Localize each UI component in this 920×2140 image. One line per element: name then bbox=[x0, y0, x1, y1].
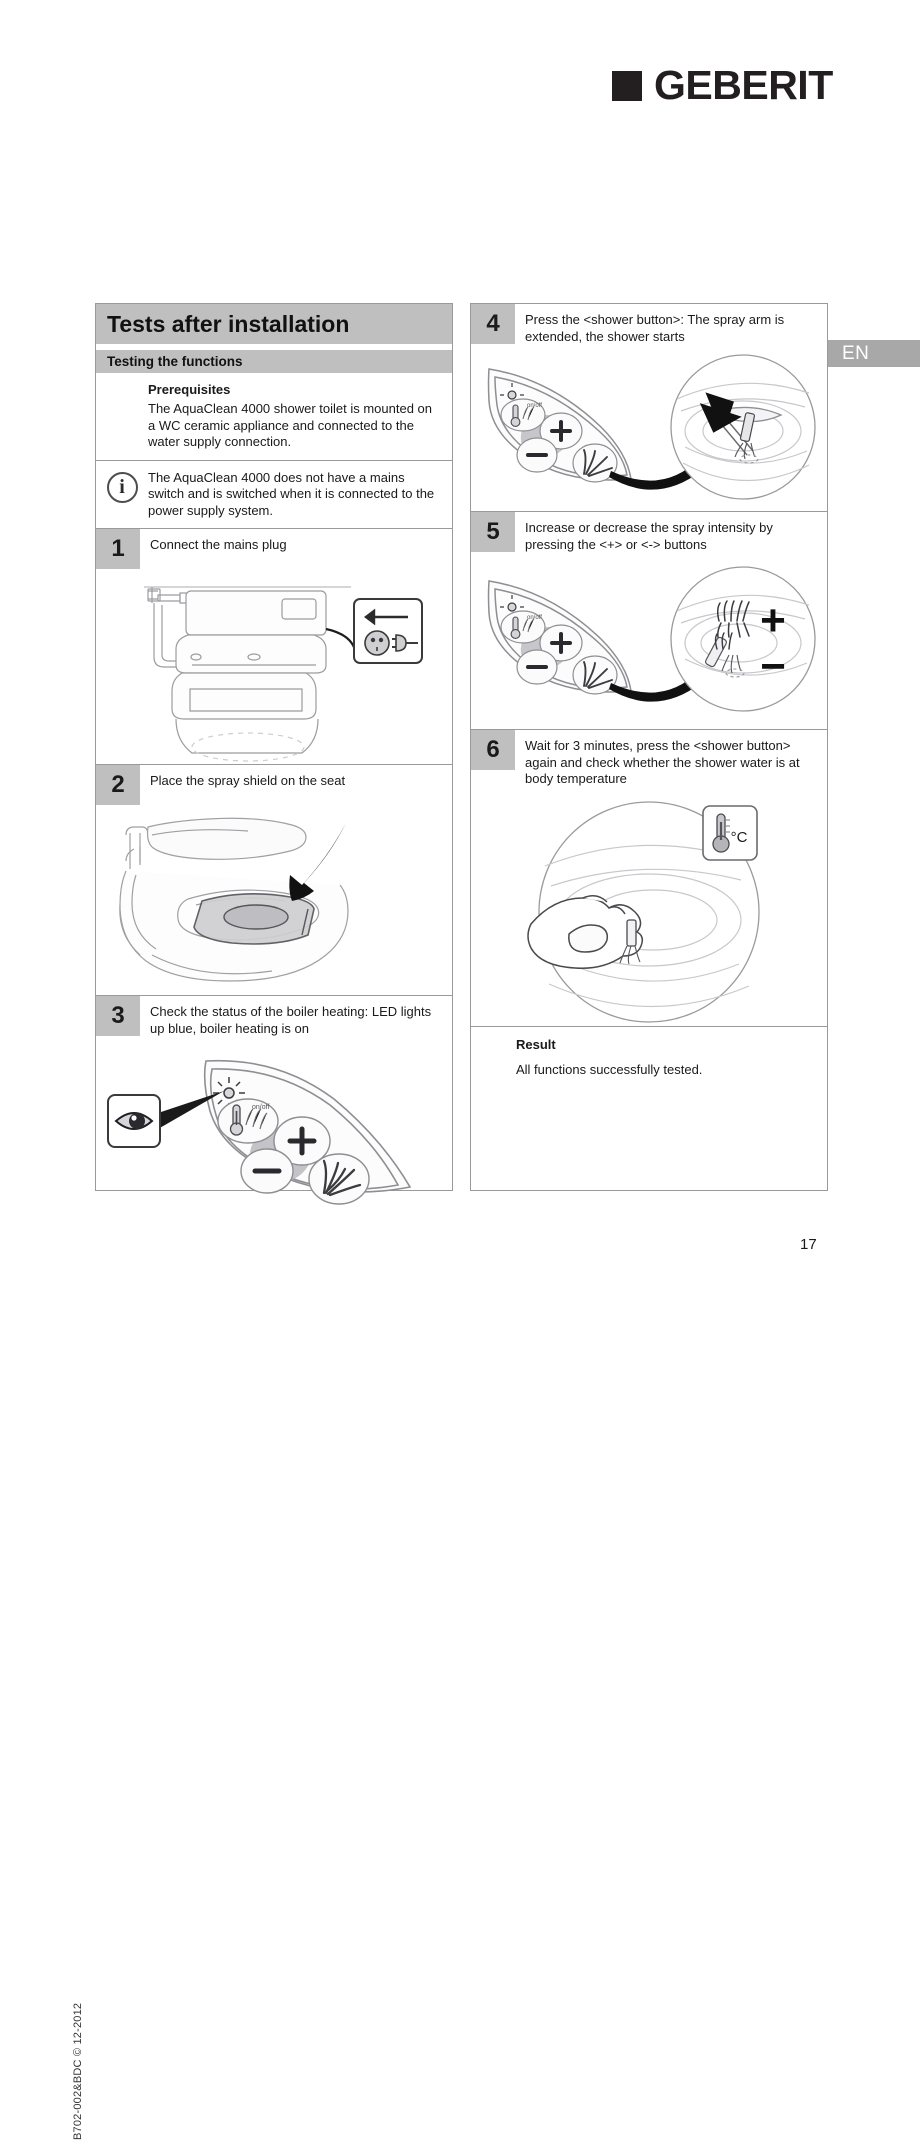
right-column: 4 Press the <shower button>: The spray a… bbox=[470, 303, 828, 1191]
svg-text:on/off: on/off bbox=[527, 403, 542, 409]
spray-fan-icon bbox=[308, 1153, 370, 1205]
plus-button-icon bbox=[273, 1116, 331, 1166]
callout-pointer bbox=[158, 1091, 224, 1129]
prerequisites-text: The AquaClean 4000 shower toilet is moun… bbox=[148, 401, 433, 449]
step-5-number: 5 bbox=[471, 512, 515, 552]
step-3-header: 3 Check the status of the boiler heating… bbox=[96, 996, 452, 1043]
step-5: 5 Increase or decrease the spray intensi… bbox=[471, 511, 827, 729]
page-number: 17 bbox=[800, 1236, 817, 1253]
spray-arm bbox=[619, 918, 641, 964]
language-tab-label: EN bbox=[842, 342, 870, 364]
geberit-square-icon bbox=[612, 70, 642, 101]
celsius-label: °C bbox=[731, 829, 748, 846]
detail-circle bbox=[670, 354, 816, 500]
detail-circle: + − bbox=[670, 566, 816, 712]
thermometer-icon: on/off bbox=[217, 1098, 279, 1144]
minus-button-icon bbox=[516, 437, 558, 473]
step-2-figure bbox=[96, 805, 452, 995]
power-socket-detail bbox=[353, 598, 423, 664]
step-6-header: 6 Wait for 3 minutes, press the <shower … bbox=[471, 730, 827, 794]
result-text: All functions successfully tested. bbox=[516, 1061, 703, 1077]
step-4-figure: on/off bbox=[471, 351, 827, 511]
step-4-header: 4 Press the <shower button>: The spray a… bbox=[471, 304, 827, 351]
step-1: 1 Connect the mains plug bbox=[96, 528, 452, 764]
svg-text:on/off: on/off bbox=[527, 615, 542, 621]
info-icon: i bbox=[96, 470, 148, 520]
step-4-text: Press the <shower button>: The spray arm… bbox=[525, 312, 785, 344]
step-1-header: 1 Connect the mains plug bbox=[96, 529, 452, 569]
section-heading-text: Testing the functions bbox=[107, 354, 243, 369]
minus-symbol-icon: − bbox=[760, 642, 786, 691]
brand-logo: GEBERIT bbox=[612, 62, 833, 109]
info-note-text: The AquaClean 4000 does not have a mains… bbox=[148, 469, 435, 518]
section-heading: Testing the functions bbox=[96, 350, 452, 373]
document-code-container: B702-002&BDC © 12-2012 bbox=[72, 1060, 98, 2140]
step-6: 6 Wait for 3 minutes, press the <shower … bbox=[471, 729, 827, 1026]
result-heading: Result bbox=[516, 1036, 556, 1052]
step-6-figure: °C bbox=[471, 794, 827, 1026]
title-spacer bbox=[96, 344, 452, 350]
step-2-text: Place the spray shield on the seat bbox=[150, 773, 346, 788]
spray-fan-icon bbox=[572, 655, 618, 695]
step-1-text: Connect the mains plug bbox=[150, 537, 287, 552]
step-1-number: 1 bbox=[96, 529, 140, 569]
step-3-figure: on/off bbox=[96, 1043, 452, 1228]
thermometer-icon: on/off bbox=[500, 398, 546, 432]
step-2-number: 2 bbox=[96, 765, 140, 805]
page-title: Tests after installation bbox=[96, 304, 452, 344]
step-6-number: 6 bbox=[471, 730, 515, 770]
prerequisites-heading: Prerequisites bbox=[148, 382, 231, 397]
hand-icon bbox=[527, 894, 644, 969]
thermometer-icon: on/off bbox=[500, 610, 546, 644]
svg-text:on/off: on/off bbox=[252, 1104, 269, 1111]
result-section: Result All functions successfully tested… bbox=[471, 1025, 827, 1089]
spray-strong bbox=[716, 600, 750, 638]
step-5-figure: on/off bbox=[471, 559, 827, 729]
step-2: 2 Place the spray shield on the seat bbox=[96, 764, 452, 995]
brand-wordmark: GEBERIT bbox=[654, 62, 833, 108]
spray-shield bbox=[193, 893, 315, 945]
language-tab-en: EN bbox=[828, 340, 920, 367]
down-arrow-icon bbox=[699, 392, 742, 433]
minus-button-icon bbox=[240, 1148, 294, 1194]
down-arrow-icon bbox=[289, 823, 346, 901]
detail-circle: °C bbox=[527, 800, 760, 1023]
thermometer-badge: °C bbox=[702, 804, 758, 861]
spray-arm bbox=[705, 636, 745, 678]
step-5-text: Increase or decrease the spray intensity… bbox=[525, 520, 773, 552]
step-5-header: 5 Increase or decrease the spray intensi… bbox=[471, 512, 827, 559]
eye-icon bbox=[107, 1094, 161, 1148]
step-6-text: Wait for 3 minutes, press the <shower bu… bbox=[525, 738, 800, 786]
step-3-text: Check the status of the boiler heating: … bbox=[150, 1004, 432, 1036]
step-2-header: 2 Place the spray shield on the seat bbox=[96, 765, 452, 805]
step-3-number: 3 bbox=[96, 996, 140, 1036]
plus-button-icon bbox=[539, 412, 583, 450]
plus-symbol-icon: + bbox=[760, 596, 786, 645]
page-title-text: Tests after installation bbox=[107, 310, 350, 337]
spray-fan-icon bbox=[572, 443, 618, 483]
left-column: Tests after installation Testing the fun… bbox=[95, 303, 453, 1205]
step-4-number: 4 bbox=[471, 304, 515, 344]
document-code: B702-002&BDC © 12-2012 bbox=[72, 2002, 84, 2140]
info-note: i The AquaClean 4000 does not have a mai… bbox=[96, 459, 452, 529]
minus-button-icon bbox=[516, 649, 558, 685]
plus-button-icon bbox=[539, 624, 583, 662]
step-4: 4 Press the <shower button>: The spray a… bbox=[471, 304, 827, 511]
step-3: 3 Check the status of the boiler heating… bbox=[96, 995, 452, 1228]
step-1-figure bbox=[96, 569, 452, 764]
